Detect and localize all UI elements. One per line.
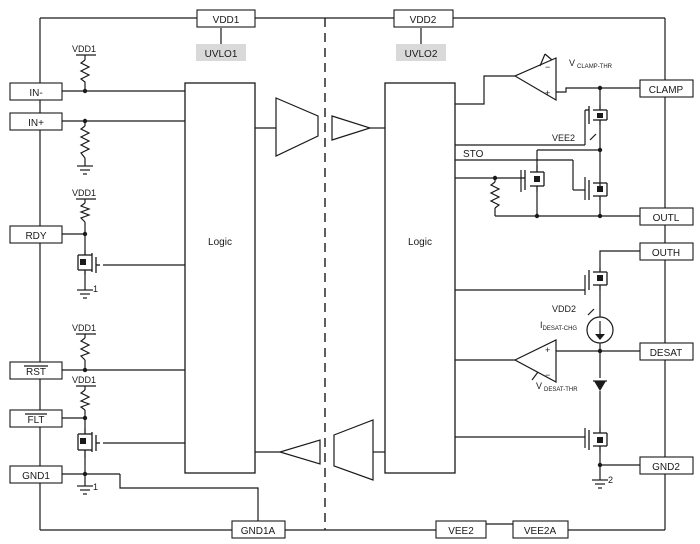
vdd2-node-label: VDD2 <box>552 304 576 314</box>
logic-block-right <box>384 82 456 474</box>
rdy-open-drain-mosfet <box>75 250 103 275</box>
package-outline <box>39 17 666 531</box>
flt-open-drain-mosfet <box>75 428 103 458</box>
svg-text:RDY: RDY <box>25 231 46 242</box>
pin-flt: FLT <box>9 409 63 428</box>
logic-right-label: Logic <box>408 237 432 248</box>
svg-text:IN+: IN+ <box>28 118 44 129</box>
vee2-node-label: VEE2 <box>552 133 575 143</box>
pin-in-minus: IN- <box>9 82 63 101</box>
sto-gate-resistor <box>489 181 501 209</box>
ground-rdy: 1 <box>77 284 98 299</box>
vdd1-pullup-rdy: VDD1 <box>72 188 96 223</box>
svg-text:RST: RST <box>26 367 46 378</box>
svg-text:GND1: GND1 <box>22 471 50 482</box>
pin-clamp: CLAMP <box>639 79 694 98</box>
left-side-wiring <box>62 88 259 521</box>
discharge-mosfet <box>588 428 608 452</box>
sto-mosfet-left <box>521 165 545 192</box>
pin-rst: RST <box>9 361 63 380</box>
clamp-mosfet <box>585 105 608 125</box>
svg-text:OUTL: OUTL <box>653 213 680 224</box>
vdd1-pullup-rst: VDD1 <box>72 323 96 361</box>
svg-text:VDD1: VDD1 <box>72 188 96 198</box>
svg-text:−: − <box>545 62 550 72</box>
svg-text:VDD2: VDD2 <box>410 15 437 26</box>
uvlo2-tag <box>396 44 446 61</box>
isolation-rx-forward <box>331 115 385 141</box>
desat-current-label: IDESAT-CHG <box>540 320 577 332</box>
vdd1-pullup-flt: VDD1 <box>72 375 96 411</box>
svg-text:−: − <box>545 370 550 380</box>
ground-in-plus <box>77 165 93 175</box>
pin-vdd1: VDD1 <box>196 9 256 28</box>
svg-text:VEE2A: VEE2A <box>524 526 557 537</box>
right-side-wiring <box>455 75 640 525</box>
svg-text:VDD1: VDD1 <box>72 323 96 333</box>
svg-text:1: 1 <box>93 284 98 294</box>
pin-outl: OUTL <box>639 207 694 226</box>
pin-vee2a: VEE2A <box>512 520 569 539</box>
svg-text:FLT: FLT <box>27 415 44 426</box>
pin-desat: DESAT <box>639 342 694 361</box>
svg-text:1: 1 <box>93 482 98 492</box>
svg-text:VDD1: VDD1 <box>213 15 240 26</box>
vdd1-pullup-in-minus: VDD1 <box>72 44 96 91</box>
sto-label: STO <box>463 149 484 160</box>
pin-outh: OUTH <box>639 242 694 261</box>
ground-gnd1: 1 <box>77 482 98 495</box>
svg-text:VEE2: VEE2 <box>448 526 474 537</box>
desat-diode <box>593 380 607 391</box>
svg-text:GND1A: GND1A <box>241 526 276 537</box>
ground-gnd2: 2 <box>592 475 613 489</box>
svg-text:+: + <box>545 345 550 355</box>
svg-text:GND2: GND2 <box>652 462 680 473</box>
uvlo2-label: UVLO2 <box>405 49 438 60</box>
svg-text:2: 2 <box>608 475 613 485</box>
svg-text:OUTH: OUTH <box>652 248 680 259</box>
pin-vdd2: VDD2 <box>393 9 454 28</box>
svg-text:+: + <box>545 88 550 98</box>
logic-block-left <box>184 82 256 474</box>
isolation-rx-return <box>255 439 321 465</box>
uvlo1-tag <box>196 44 246 61</box>
pin-vee2: VEE2 <box>435 520 487 539</box>
outh-mosfet <box>588 268 608 290</box>
pin-in-plus: IN+ <box>9 112 63 131</box>
isolation-tx-return <box>333 419 385 481</box>
svg-text:VDD1: VDD1 <box>72 375 96 385</box>
isolation-tx-forward <box>255 97 319 157</box>
pin-gnd1: GND1 <box>9 465 63 484</box>
sto-mosfet-right <box>588 180 608 200</box>
pin-gnd1a: GND1A <box>231 520 286 539</box>
svg-text:DESAT: DESAT <box>650 348 683 359</box>
svg-text:IN-: IN- <box>29 88 42 99</box>
pin-rdy: RDY <box>9 225 63 244</box>
svg-text:CLAMP: CLAMP <box>649 85 684 96</box>
desat-current-source <box>586 316 614 344</box>
clamp-comparator: + − <box>513 53 557 102</box>
pulldown-resistor-in-plus <box>79 125 91 159</box>
desat-comparator: + − <box>513 339 557 384</box>
logic-left-label: Logic <box>208 237 232 248</box>
pin-gnd2: GND2 <box>639 456 694 475</box>
svg-text:VDD1: VDD1 <box>72 44 96 54</box>
uvlo1-label: UVLO1 <box>205 49 238 60</box>
